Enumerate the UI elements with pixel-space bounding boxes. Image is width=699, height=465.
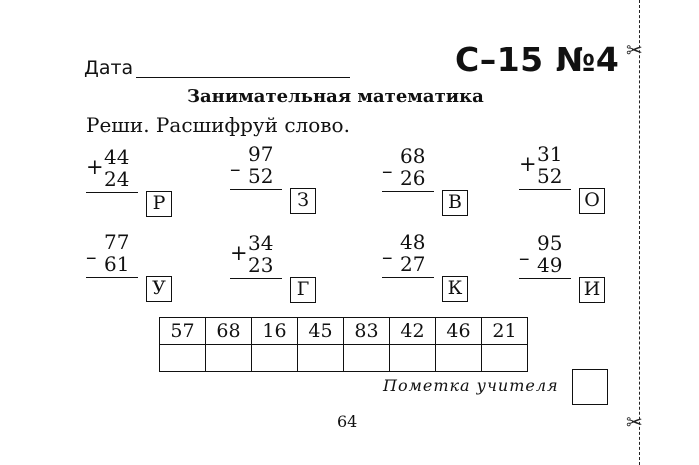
answer-letter-cell[interactable]	[205, 344, 252, 372]
exercise-1: + 44 24 Р	[86, 146, 186, 218]
instruction: Реши. Расшифруй слово.	[86, 113, 350, 137]
first-number: 68	[400, 144, 426, 168]
operator-sign: –	[382, 159, 393, 183]
exercise-5: – 77 61 У	[86, 231, 186, 303]
second-number: 52	[537, 164, 563, 188]
second-number: 49	[537, 253, 563, 277]
first-number: 31	[537, 142, 563, 166]
exercise-7: – 48 27 К	[382, 231, 482, 303]
exercise-4: + 31 52 О	[519, 143, 619, 215]
scissors-icon: ✂	[626, 410, 643, 434]
answer-letter-cell[interactable]	[159, 344, 206, 372]
first-number: 44	[104, 145, 130, 169]
first-number: 95	[537, 231, 563, 255]
cipher-table: 57 68 16 45 83 42 46 21	[159, 317, 528, 372]
answer-letter-cell[interactable]	[343, 344, 390, 372]
letter-box: У	[146, 276, 172, 302]
operator-sign: +	[230, 241, 248, 265]
worksheet-title: Занимательная математика	[187, 86, 484, 107]
letter-box: К	[442, 276, 468, 302]
teacher-mark-label: Пометка учителя	[383, 376, 559, 395]
cipher-number: 42	[389, 317, 436, 345]
sum-line	[86, 192, 138, 193]
date-line	[136, 77, 350, 78]
letter-box: Р	[146, 191, 172, 217]
first-number: 48	[400, 230, 426, 254]
sum-line	[86, 277, 138, 278]
letter-box: Г	[290, 277, 316, 303]
numbers-row: 57 68 16 45 83 42 46 21	[159, 317, 528, 345]
first-number: 97	[248, 142, 274, 166]
answer-letter-cell[interactable]	[435, 344, 482, 372]
exercise-6: + 34 23 Г	[230, 232, 330, 304]
cipher-number: 45	[297, 317, 344, 345]
operator-sign: –	[86, 245, 97, 269]
cipher-number: 57	[159, 317, 206, 345]
first-number: 77	[104, 230, 130, 254]
sum-line	[519, 189, 571, 190]
second-number: 26	[400, 166, 426, 190]
cut-line	[639, 0, 640, 465]
second-number: 23	[248, 253, 274, 277]
second-number: 27	[400, 252, 426, 276]
date-label: Дата	[84, 57, 134, 79]
answer-letter-cell[interactable]	[389, 344, 436, 372]
exercise-8: – 95 49 И	[519, 232, 619, 304]
cipher-number: 68	[205, 317, 252, 345]
second-number: 61	[104, 252, 130, 276]
letter-box: И	[579, 277, 605, 303]
cipher-number: 21	[481, 317, 528, 345]
letter-box: З	[290, 188, 316, 214]
cipher-number: 83	[343, 317, 390, 345]
teacher-mark-box[interactable]	[572, 369, 608, 405]
sum-line	[382, 191, 434, 192]
scissors-icon: ✂	[626, 38, 643, 62]
exercise-2: – 97 52 З	[230, 143, 330, 215]
sum-line	[230, 189, 282, 190]
operator-sign: –	[230, 157, 241, 181]
cipher-number: 16	[251, 317, 298, 345]
answer-letter-cell[interactable]	[481, 344, 528, 372]
exercise-3: – 68 26 В	[382, 145, 482, 217]
operator-sign: +	[86, 155, 104, 179]
second-number: 52	[248, 164, 274, 188]
operator-sign: –	[519, 246, 530, 270]
sum-line	[519, 278, 571, 279]
first-number: 34	[248, 231, 274, 255]
sum-line	[230, 278, 282, 279]
second-number: 24	[104, 167, 130, 191]
sum-line	[382, 277, 434, 278]
cipher-number: 46	[435, 317, 482, 345]
operator-sign: +	[519, 152, 537, 176]
answer-letter-cell[interactable]	[251, 344, 298, 372]
operator-sign: –	[382, 245, 393, 269]
letter-box: В	[442, 190, 468, 216]
page-number: 64	[337, 412, 358, 431]
answer-letter-cell[interactable]	[297, 344, 344, 372]
worksheet-code: С–15 №4	[455, 40, 620, 79]
letters-row	[159, 344, 528, 372]
letter-box: О	[579, 188, 605, 214]
